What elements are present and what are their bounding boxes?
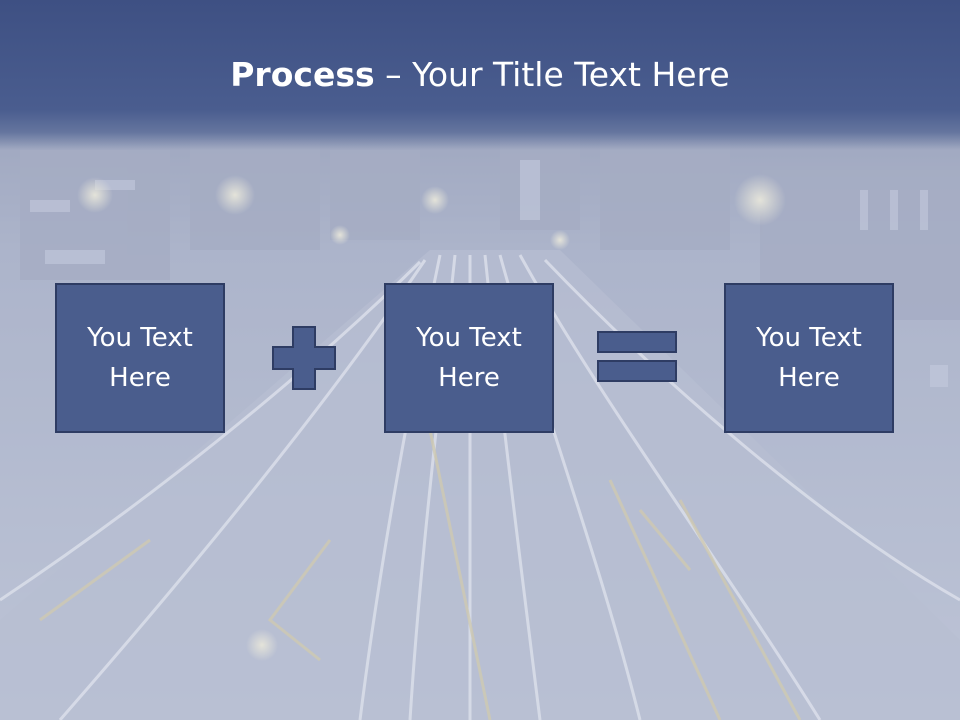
equals-icon — [597, 331, 677, 382]
process-box-2[interactable]: You Text Here — [384, 283, 554, 433]
title-rest: – Your Title Text Here — [374, 55, 730, 94]
plus-icon — [272, 326, 336, 390]
process-box-3-label: You Text Here — [756, 323, 862, 393]
process-box-1[interactable]: You Text Here — [55, 283, 225, 433]
process-box-3[interactable]: You Text Here — [724, 283, 894, 433]
slide-title: Process – Your Title Text Here — [0, 50, 960, 100]
title-bold: Process — [230, 55, 375, 94]
process-box-1-label: You Text Here — [87, 323, 193, 393]
title-band — [0, 0, 960, 150]
process-box-2-label: You Text Here — [416, 323, 522, 393]
